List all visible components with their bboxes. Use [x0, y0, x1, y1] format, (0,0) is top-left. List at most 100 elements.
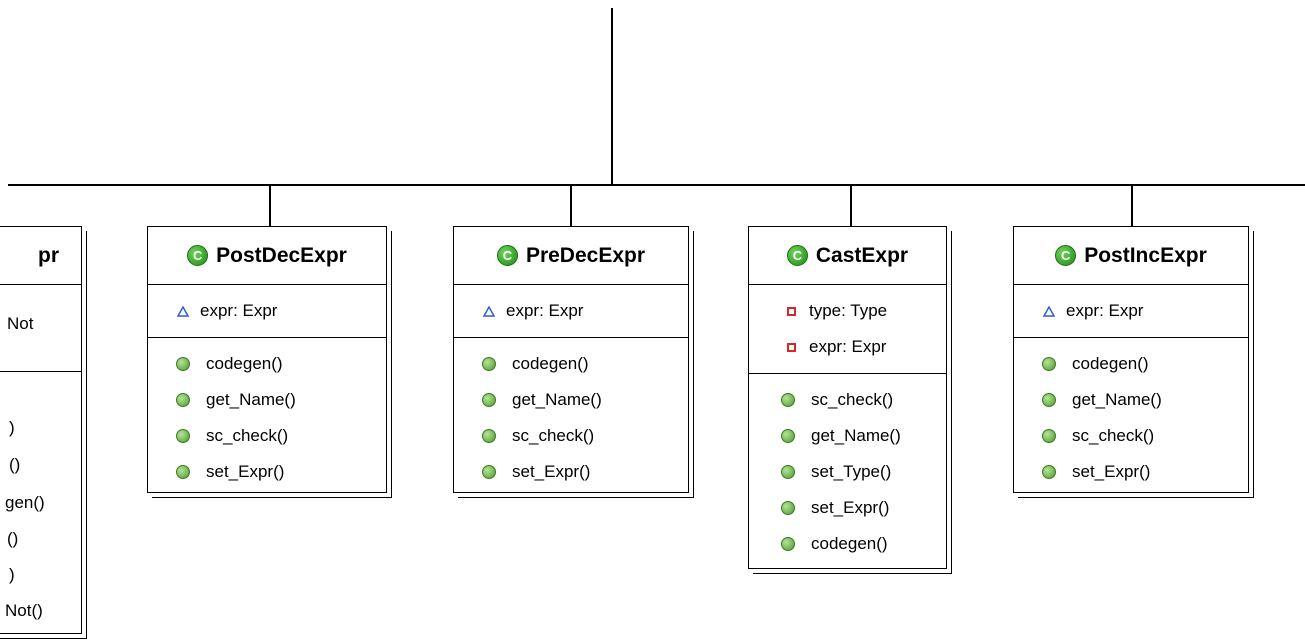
operation-text: codegen() — [811, 534, 888, 553]
operation-row: get_Name() — [1014, 382, 1248, 418]
partial-op-fragment: () — [7, 529, 19, 548]
operation-text: get_Name() — [206, 390, 296, 409]
class-name: PostDecExpr — [216, 243, 347, 267]
operation-text: codegen() — [206, 354, 283, 373]
operation-text: codegen() — [512, 354, 589, 373]
attribute-text: expr: Expr — [506, 301, 584, 320]
operation-row: get_Name() — [148, 382, 386, 418]
operation-row: sc_check() — [148, 418, 386, 454]
connector-pre-dec-expr — [570, 185, 572, 226]
class-box-cast-expr[interactable]: C CastExpr type: Type expr: Expr sc_chec… — [748, 226, 947, 569]
operation-row: set_Type() — [749, 454, 946, 490]
public-method-icon — [1042, 465, 1056, 479]
partial-op-fragment: ) — [9, 418, 15, 437]
attribute-row: expr: Expr — [148, 293, 386, 329]
connector-horizontal-bus — [8, 184, 1305, 186]
partial-class-box[interactable]: pr Not ) () gen() () ) Not() — [0, 226, 82, 634]
attribute-text: type: Type — [809, 301, 888, 320]
class-icon: C — [786, 245, 808, 266]
operation-row: sc_check() — [749, 382, 946, 418]
public-method-icon — [1042, 357, 1056, 371]
operation-row: get_Name() — [454, 382, 688, 418]
operation-text: get_Name() — [811, 426, 901, 445]
attribute-row: expr: Expr — [749, 329, 946, 365]
class-header: C CastExpr — [749, 227, 946, 285]
operation-text: get_Name() — [512, 390, 602, 409]
class-header: C PreDecExpr — [454, 227, 688, 285]
attribute-text: expr: Expr — [200, 301, 278, 320]
public-method-icon — [781, 465, 795, 479]
partial-class-header: pr — [0, 227, 81, 285]
attributes-section: expr: Expr — [454, 285, 688, 338]
attributes-section: expr: Expr — [148, 285, 386, 338]
operation-text: sc_check() — [811, 390, 894, 409]
operation-row: sc_check() — [454, 418, 688, 454]
operation-row: get_Name() — [749, 418, 946, 454]
root-connector-vertical — [611, 8, 613, 186]
operation-text: get_Name() — [1072, 390, 1162, 409]
class-icon: C — [496, 245, 518, 266]
package-visibility-icon — [176, 304, 190, 318]
public-method-icon — [176, 393, 190, 407]
public-method-icon — [781, 393, 795, 407]
public-method-icon — [1042, 429, 1056, 443]
class-icon: C — [187, 245, 209, 266]
partial-op-fragment: Not() — [5, 601, 43, 620]
partial-attribute-fragment: Not — [7, 314, 34, 333]
public-method-icon — [1042, 393, 1056, 407]
operation-text: sc_check() — [512, 426, 595, 445]
class-name: PostIncExpr — [1084, 243, 1207, 267]
public-method-icon — [781, 501, 795, 515]
connector-post-dec-expr — [269, 185, 271, 226]
operation-row: codegen() — [454, 346, 688, 382]
private-visibility-icon — [787, 342, 796, 352]
partial-class-attributes: Not — [0, 285, 81, 372]
class-box-post-dec-expr[interactable]: C PostDecExpr expr: Expr codegen() get_N… — [147, 226, 387, 493]
attributes-section: expr: Expr — [1014, 285, 1248, 338]
class-box-pre-dec-expr[interactable]: C PreDecExpr expr: Expr codegen() get_Na… — [453, 226, 689, 493]
public-method-icon — [781, 537, 795, 551]
operation-text: codegen() — [1072, 354, 1149, 373]
operation-row: set_Expr() — [454, 454, 688, 490]
operations-section: codegen() get_Name() sc_check() set_Expr… — [148, 338, 386, 492]
attribute-row: type: Type — [749, 293, 946, 329]
operation-row: set_Expr() — [749, 490, 946, 526]
package-visibility-icon — [1042, 304, 1056, 318]
operation-text: set_Expr() — [1072, 462, 1151, 481]
class-box-post-inc-expr[interactable]: C PostIncExpr expr: Expr codegen() get_N… — [1013, 226, 1249, 493]
operations-section: sc_check() get_Name() set_Type() set_Exp… — [749, 374, 946, 568]
partial-op-fragment: () — [9, 455, 21, 474]
public-method-icon — [176, 429, 190, 443]
operation-text: set_Expr() — [206, 462, 285, 481]
public-method-icon — [781, 429, 795, 443]
connector-post-inc-expr — [1131, 185, 1133, 226]
class-header: C PostIncExpr — [1014, 227, 1248, 285]
attribute-text: expr: Expr — [1066, 301, 1144, 320]
class-name: PreDecExpr — [525, 243, 646, 267]
operations-section: codegen() get_Name() sc_check() set_Expr… — [1014, 338, 1248, 492]
class-name: CastExpr — [815, 243, 909, 267]
private-visibility-icon — [787, 306, 796, 316]
public-method-icon — [482, 465, 496, 479]
operation-text: set_Expr() — [512, 462, 591, 481]
package-visibility-icon — [482, 304, 496, 318]
attribute-row: expr: Expr — [454, 293, 688, 329]
class-icon: C — [1055, 245, 1077, 266]
attribute-text: expr: Expr — [809, 337, 887, 356]
operation-text: sc_check() — [1072, 426, 1155, 445]
partial-class-operations: ) () gen() () ) Not() — [0, 372, 81, 633]
partial-op-fragment: ) — [9, 565, 15, 584]
operation-row: set_Expr() — [1014, 454, 1248, 490]
operation-row: codegen() — [148, 346, 386, 382]
operation-row: codegen() — [749, 526, 946, 562]
connector-cast-expr — [850, 185, 852, 226]
partial-op-fragment: gen() — [5, 493, 45, 512]
operation-text: set_Expr() — [811, 498, 890, 517]
public-method-icon — [482, 429, 496, 443]
operation-row: codegen() — [1014, 346, 1248, 382]
partial-class-name: pr — [38, 243, 59, 267]
public-method-icon — [482, 357, 496, 371]
operations-section: codegen() get_Name() sc_check() set_Expr… — [454, 338, 688, 492]
class-header: C PostDecExpr — [148, 227, 386, 285]
public-method-icon — [482, 393, 496, 407]
